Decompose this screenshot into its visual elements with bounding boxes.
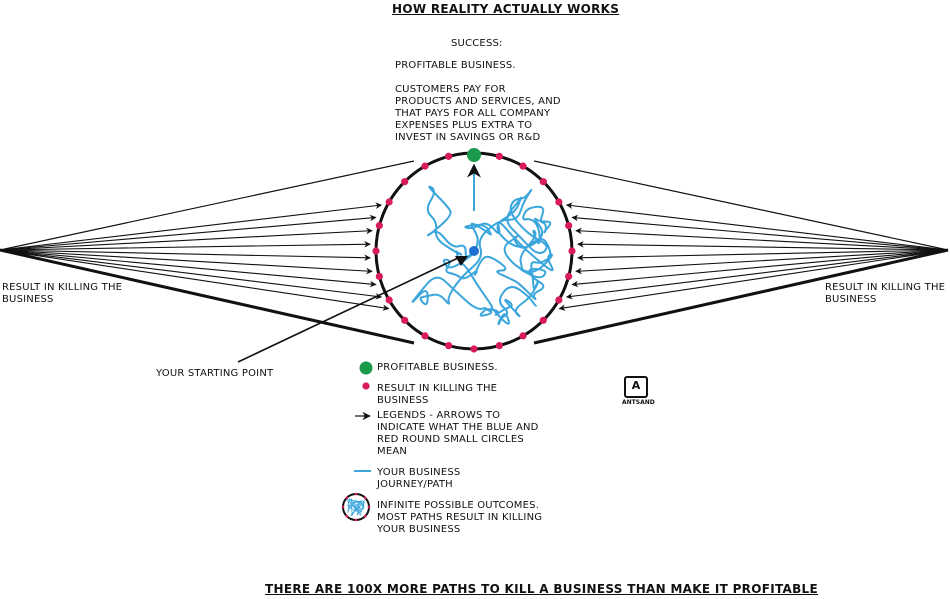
- left-outcome-label: RESULT IN KILLING THE BUSINESS: [2, 282, 123, 305]
- legend-outcome-dot: [363, 496, 367, 500]
- right-ray: [571, 249, 949, 288]
- failure-dot: [375, 222, 383, 230]
- left-ray: [0, 249, 371, 262]
- failure-dot: [401, 316, 409, 324]
- failure-dot: [495, 152, 503, 160]
- failure-dot: [470, 345, 478, 353]
- failure-dot: [375, 272, 383, 280]
- page-title: HOW REALITY ACTUALLY WORKS: [392, 2, 620, 16]
- legend-killing-text: RESULT IN KILLING THE BUSINESS: [377, 383, 498, 406]
- legend-failure-dot: [362, 382, 370, 390]
- failure-dot: [401, 178, 409, 186]
- failure-dot: [565, 222, 573, 230]
- failure-dot: [555, 198, 563, 206]
- legend-arrows-text: LEGENDS - ARROWS TO INDICATE WHAT THE BL…: [377, 410, 539, 457]
- right-ray: [577, 249, 949, 262]
- logo-mark: A: [624, 376, 648, 398]
- right-ray: [577, 240, 949, 251]
- outcome-dots: [372, 148, 576, 353]
- starting-point-label: YOUR STARTING POINT: [156, 368, 274, 379]
- legend-outcome-dot: [345, 496, 349, 500]
- failure-dot: [568, 247, 576, 255]
- failure-dot: [445, 152, 453, 160]
- failure-dot: [565, 272, 573, 280]
- failure-dot: [495, 342, 503, 350]
- failure-dot: [385, 296, 393, 304]
- legend-graphics: [341, 361, 373, 522]
- right-lower-edge: [533, 248, 949, 345]
- left-ray: [0, 202, 383, 251]
- legend-path-text: YOUR BUSINESS JOURNEY/PATH: [377, 467, 461, 490]
- legend-success-dot: [359, 361, 373, 375]
- right-rays: [533, 160, 949, 345]
- right-ray: [575, 227, 949, 251]
- right-ray: [575, 249, 949, 275]
- left-ray: [0, 249, 390, 311]
- starting-arrowhead: [455, 256, 468, 266]
- right-outcome-label: RESULT IN KILLING THE BUSINESS: [825, 282, 946, 305]
- right-ray: [558, 249, 949, 311]
- success-heading: SUCCESS:: [451, 38, 503, 49]
- left-upper-edge: [0, 160, 415, 251]
- legend-profitable-text: PROFITABLE BUSINESS.: [377, 362, 498, 373]
- business-path: [411, 163, 554, 326]
- left-ray: [0, 249, 373, 275]
- footer-caption: THERE ARE 100X MORE PATHS TO KILL A BUSI…: [265, 582, 818, 596]
- failure-dot: [372, 247, 380, 255]
- left-ray: [0, 240, 371, 251]
- failure-dot: [385, 198, 393, 206]
- logo-letter: A: [631, 379, 641, 392]
- failure-dot: [555, 296, 563, 304]
- legend-outcome-dot: [354, 492, 358, 496]
- right-ray: [565, 249, 949, 300]
- journey-path: [411, 185, 554, 326]
- antsand-logo: A ANTSAND: [622, 376, 655, 406]
- failure-dot: [445, 342, 453, 350]
- legend-outcomes-text: INFINITE POSSIBLE OUTCOMES. MOST PATHS R…: [377, 500, 543, 535]
- failure-dot: [519, 162, 527, 170]
- starting-dot: [469, 246, 479, 256]
- starting-pointer-line: [237, 257, 459, 363]
- failure-dot: [519, 332, 527, 340]
- starting-point-marker: [237, 246, 479, 363]
- failure-dot: [539, 178, 547, 186]
- legend-outcome-dot: [363, 514, 367, 518]
- logo-name: ANTSAND: [622, 399, 655, 406]
- success-description: CUSTOMERS PAY FOR PRODUCTS AND SERVICES,…: [395, 84, 561, 143]
- legend-outcome-dot: [341, 505, 345, 509]
- legend-outcome-dot: [354, 518, 358, 522]
- left-ray: [0, 227, 373, 251]
- success-line: PROFITABLE BUSINESS.: [395, 60, 516, 71]
- right-upper-edge: [533, 160, 949, 251]
- left-ray: [0, 249, 377, 288]
- success-dot: [467, 148, 481, 162]
- legend-outcomes-path: [346, 497, 365, 517]
- failure-dot: [421, 162, 429, 170]
- legend-outcome-dot: [345, 514, 349, 518]
- left-ray: [0, 249, 383, 300]
- right-ray: [565, 202, 949, 251]
- failure-dot: [539, 316, 547, 324]
- legend-outcome-dot: [367, 505, 371, 509]
- left-ray: [0, 214, 377, 251]
- failure-dot: [421, 332, 429, 340]
- right-ray: [571, 214, 949, 251]
- left-lower-edge: [0, 248, 415, 345]
- left-rays: [0, 160, 415, 345]
